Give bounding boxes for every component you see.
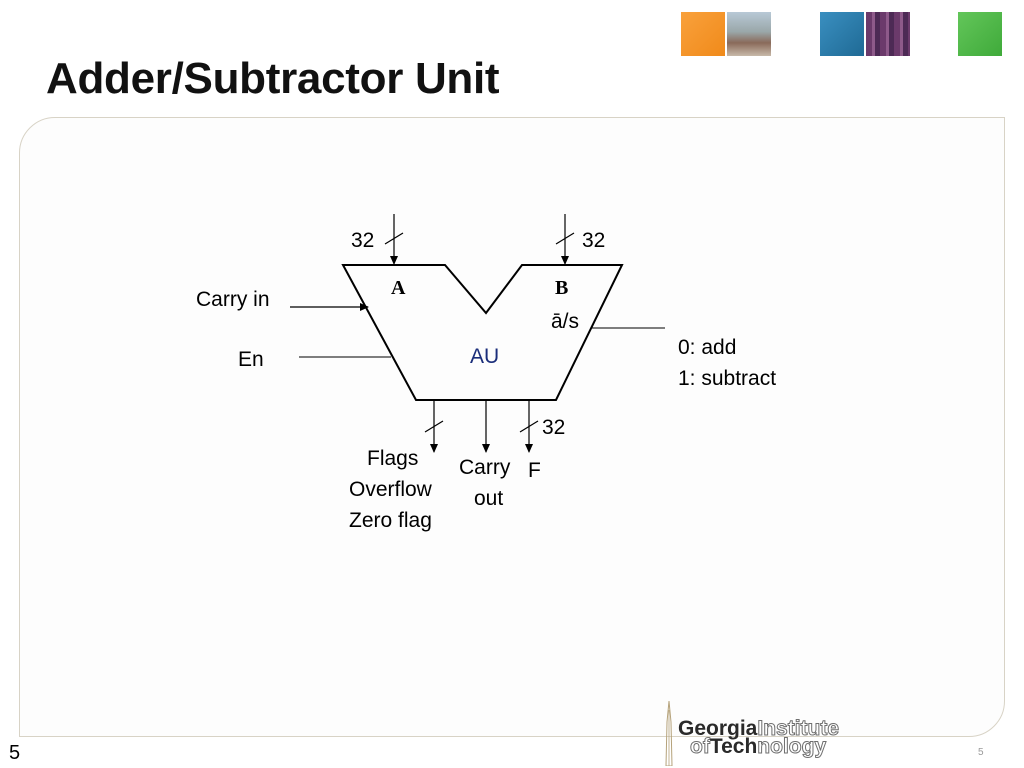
logo-institute: Institute: [757, 717, 840, 740]
header-image-campus: [727, 12, 771, 56]
logo-nology: nology: [757, 735, 827, 758]
tech-tower-icon: [665, 700, 673, 766]
mode-subtract-text: 1: subtract: [678, 367, 776, 390]
f-output-bus-slash: [519, 420, 539, 433]
carry-in-label: Carry in: [196, 288, 270, 311]
header-image-blue: [820, 12, 864, 56]
input-b-bus-slash: [555, 232, 575, 245]
mode-add-text: 0: add: [678, 336, 736, 359]
flags-label: Flags: [367, 447, 418, 470]
slide-number-footer: 5: [978, 747, 984, 758]
header-image-green: [958, 12, 1002, 56]
logo-tech: Tech: [709, 735, 758, 758]
f-output-label: F: [528, 459, 541, 482]
carry-out-label-line1: Carry: [459, 456, 511, 479]
au-body-shape: [341, 264, 624, 401]
header-image-orange: [681, 12, 725, 56]
enable-label: En: [238, 348, 264, 371]
input-a-width: 32: [351, 229, 374, 252]
overflow-flag-label: Overflow: [349, 478, 433, 501]
input-b-width: 32: [582, 229, 605, 252]
slide-title: Adder/Subtractor Unit: [46, 54, 500, 103]
flags-bus-slash: [424, 420, 444, 433]
georgia-tech-logo: GeorgiaInstitute ofTechnology: [662, 700, 890, 766]
input-a-bus-slash: [384, 232, 404, 245]
input-b-label: B: [555, 277, 568, 299]
output-width: 32: [542, 416, 565, 439]
carry-out-label-line2: out: [474, 487, 503, 510]
slide-number: 5: [9, 742, 21, 764]
logo-line-1: GeorgiaInstitute: [678, 717, 840, 740]
mode-select-label: ā/s: [551, 310, 579, 333]
input-a-label: A: [391, 277, 406, 299]
logo-line-2: ofTechnology: [690, 735, 827, 758]
logo-georgia: Georgia: [678, 717, 758, 740]
content-frame: [19, 117, 1005, 737]
logo-of: of: [690, 735, 711, 758]
unit-label: AU: [470, 345, 499, 368]
header-image-circuit: [866, 12, 910, 56]
zero-flag-label: Zero flag: [349, 509, 432, 532]
